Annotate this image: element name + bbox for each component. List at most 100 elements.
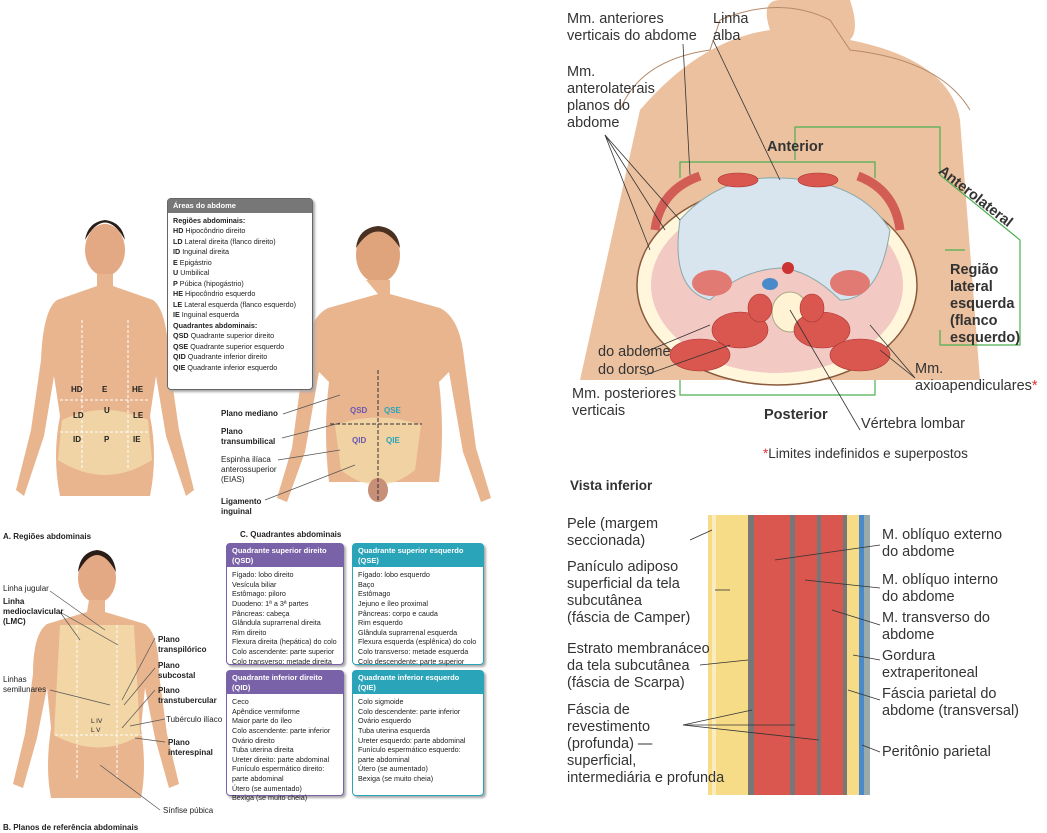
organ-item: Flexura esquerda (esplênica) do colo	[358, 637, 477, 647]
label-plano-transtubercular: Plano transtubercular	[158, 686, 217, 705]
footnote: *Limites indefinidos e superpostos	[763, 446, 968, 461]
organ-item: Ureter direito: parte abdominal	[232, 754, 330, 764]
label-do-dorso: do dorso	[598, 362, 655, 378]
label-do-abdome: do abdome	[598, 344, 671, 360]
caption-b: B. Planos de referência abdominais	[3, 823, 139, 832]
label-peritonio-parietal: Peritônio parietal	[882, 744, 991, 760]
label-posterior: Posterior	[764, 407, 828, 423]
label-scarpa: Estrato membranáceo da tela subcutânea (…	[567, 641, 710, 691]
organ-item: Fígado: lobo esquerdo	[358, 570, 430, 580]
organ-item: Colo descendente: parte superior	[358, 656, 465, 666]
organ-item: Flexura direita (hepática) do colo	[232, 637, 337, 647]
female-figure-regions	[16, 220, 194, 496]
label-tuberculo-iliaco: Tubérculo ilíaco	[166, 715, 223, 724]
label-anterior: Anterior	[767, 139, 824, 155]
organ-item: Duodeno: 1ª a 3ª partes	[232, 598, 309, 608]
quadrant-mark-qsd: QSD	[350, 406, 368, 415]
label-transverso: M. transverso do abdome	[882, 610, 990, 643]
quadrant-mark-qid: QID	[352, 436, 367, 445]
organ-item: Apêndice vermiforme	[232, 706, 300, 716]
label-ligamento-inguinal: Ligamento inguinal	[221, 497, 262, 516]
region-mark-id: ID	[73, 435, 81, 444]
organ-item: Pâncreas: corpo e cauda	[358, 608, 438, 618]
organ-item: Colo sigmoide	[358, 697, 404, 707]
label-plano-interespinal: Plano interespinal	[168, 738, 213, 757]
organ-item: Rim esquerdo	[358, 618, 403, 628]
label-plano-mediano: Plano mediano	[221, 409, 278, 418]
box-qie-title: Quadrante inferior esquerdo (QIE)	[353, 671, 483, 695]
label-vista-inferior: Vista inferior	[570, 478, 653, 493]
organ-item: Baço	[358, 579, 375, 589]
organ-item: Colo ascendente: parte superior	[232, 646, 335, 656]
region-mark-e: E	[102, 385, 108, 394]
organ-item: Tuba uterina esquerda	[358, 725, 431, 735]
label-lmc: Linha medioclavicular (LMC)	[3, 597, 64, 626]
label-regiao-lateral-esquerda: Região lateral esquerda (flanco esquerdo…	[950, 262, 1021, 346]
region-mark-u: U	[104, 406, 110, 415]
organ-item: Estômago: piloro	[232, 589, 286, 599]
organ-item: Útero (se aumentado)	[232, 783, 302, 793]
label-l4: L IV	[91, 718, 103, 725]
organ-item: Colo transverso: metade direita	[232, 656, 332, 666]
organ-item: Bexiga (se muito cheia)	[232, 793, 308, 803]
caption-c: C. Quadrantes abdominais	[240, 530, 342, 539]
cross-section-diagram	[580, 0, 1021, 431]
regions-heading: Regiões abdominais:	[173, 215, 246, 225]
organ-item: Ovário direito	[232, 735, 275, 745]
quadrant-mark-qie: QIE	[386, 436, 400, 445]
label-fascia-revestimento: Fáscia de revestimento (profunda) — supe…	[567, 702, 725, 786]
label-plano-transumbilical: Plano transumbilical	[221, 427, 276, 446]
organ-item: Ovário esquerdo	[358, 716, 412, 726]
organ-item: Útero (se aumentado)	[358, 764, 428, 774]
label-fascia-parietal: Fáscia parietal do abdome (transversal)	[882, 686, 1019, 719]
organ-item: Ceco	[232, 697, 249, 707]
region-mark-ld: LD	[73, 411, 84, 420]
organ-item: Vesícula biliar	[232, 579, 277, 589]
region-mark-ie: IE	[133, 435, 141, 444]
abdominal-wall-layers	[682, 515, 881, 795]
organ-item: Jejuno e íleo proximal	[358, 598, 428, 608]
box-qsd-title: Quadrante superior direito (QSD)	[227, 544, 343, 568]
organ-item: Tuba uterina direita	[232, 745, 294, 755]
label-obliquo-externo: M. oblíquo externo do abdome	[882, 527, 1003, 560]
organ-item: Estômago	[358, 589, 391, 599]
label-obliquo-interno: M. oblíquo interno do abdome	[882, 572, 999, 605]
region-mark-p: P	[104, 435, 110, 444]
organ-item: Colo ascendente: parte inferior	[232, 725, 331, 735]
label-mm-posteriores-verticais: Mm. posteriores verticais	[572, 386, 676, 419]
organ-item: Bexiga (se muito cheia)	[358, 773, 434, 783]
organ-item: Fígado: lobo direito	[232, 570, 294, 580]
female-figure-planes	[13, 550, 179, 811]
label-pele: Pele (margem seccionada)	[567, 516, 659, 549]
organ-item: Colo descendente: parte inferior	[358, 706, 461, 716]
box-qse: Quadrante superior esquerdo (QSE) Fígado…	[352, 543, 484, 666]
male-figure-quadrants	[277, 226, 491, 502]
region-mark-le: LE	[133, 411, 144, 420]
organ-item: Glândula suprarrenal esquerda	[358, 627, 458, 637]
label-vertebra-lombar: Vértebra lombar	[861, 416, 965, 432]
label-gordura-extraperitoneal: Gordura extraperitoneal	[882, 648, 978, 681]
organ-item: Funículo espermático esquerdo: parte abd…	[358, 745, 461, 764]
label-l5: L V	[91, 727, 101, 734]
label-plano-transpilorico: Plano transpilórico	[158, 635, 207, 654]
organ-item: Colo transverso: metade esquerda	[358, 646, 469, 656]
label-camper: Panículo adiposo superficial da tela sub…	[567, 559, 691, 626]
label-sinfise-pubica: Sínfise púbica	[163, 806, 214, 815]
caption-a: A. Regiões abdominais	[3, 532, 92, 541]
organ-item: Pâncreas: cabeça	[232, 608, 290, 618]
organ-item: Glândula suprarrenal direita	[232, 618, 321, 628]
box-qie: Quadrante inferior esquerdo (QIE) Colo s…	[352, 670, 484, 796]
